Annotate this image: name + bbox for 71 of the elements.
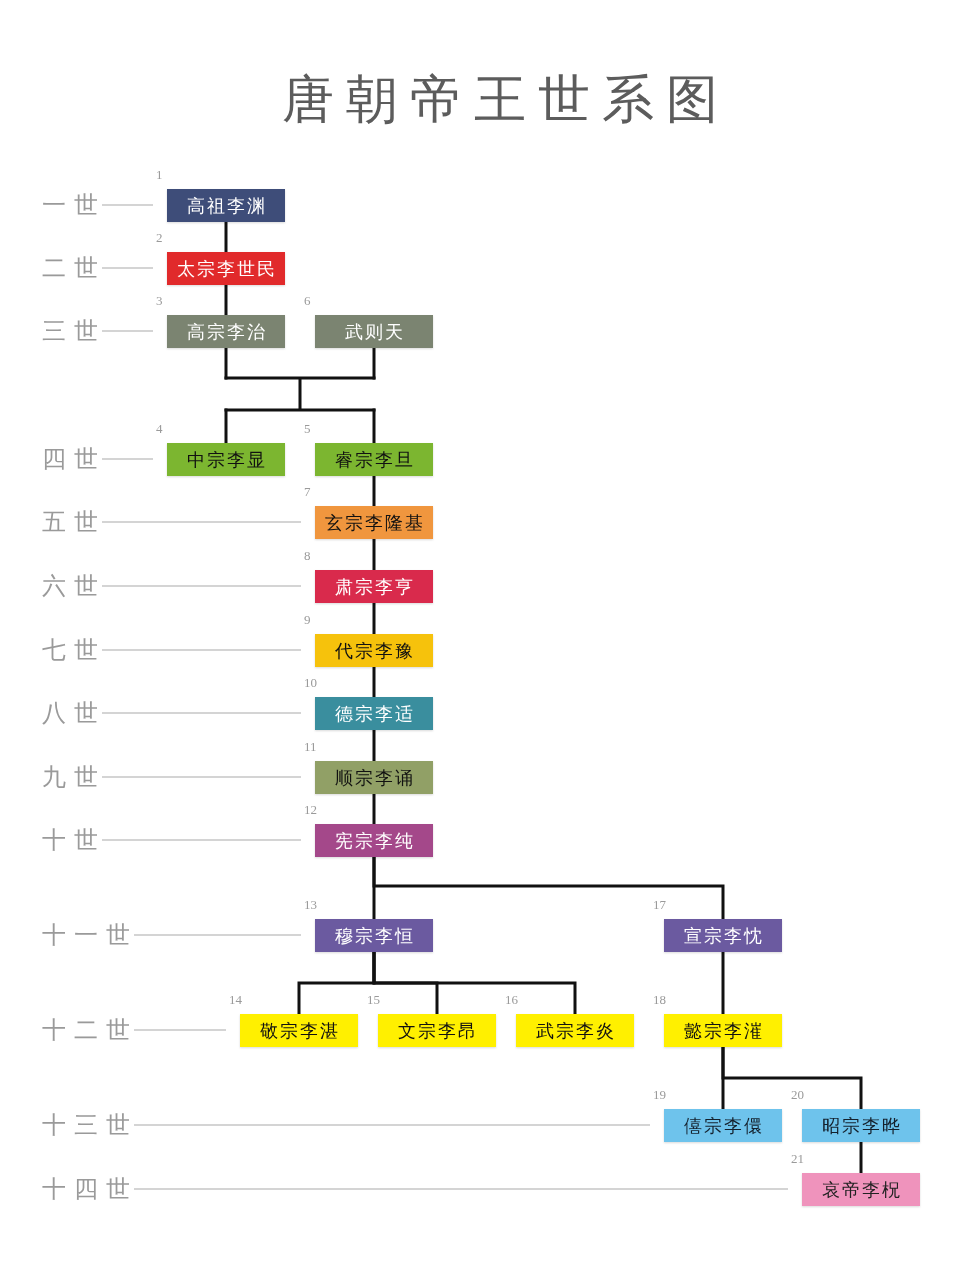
lineage-line xyxy=(372,539,376,570)
sequence-number: 11 xyxy=(304,740,317,754)
lineage-line xyxy=(372,667,376,697)
name-box: 僖宗李儇 xyxy=(664,1109,782,1142)
lineage-line xyxy=(224,222,228,252)
name-box: 昭宗李晔 xyxy=(802,1109,920,1142)
sequence-number: 16 xyxy=(505,993,518,1007)
sequence-number: 8 xyxy=(304,549,311,563)
sequence-number: 20 xyxy=(791,1088,804,1102)
generation-label: 十世 xyxy=(42,825,106,856)
name-box: 哀帝李柷 xyxy=(802,1173,920,1206)
generation-label: 二世 xyxy=(42,253,106,284)
sequence-number: 15 xyxy=(367,993,380,1007)
sequence-number: 3 xyxy=(156,294,163,308)
generation-label: 三世 xyxy=(42,316,106,347)
lineage-line xyxy=(372,476,376,506)
generation-label: 四世 xyxy=(42,444,106,475)
sequence-number: 1 xyxy=(156,168,163,182)
sequence-number: 14 xyxy=(229,993,242,1007)
name-box: 德宗李适 xyxy=(315,697,433,730)
generation-label: 五世 xyxy=(42,507,106,538)
lineage-line xyxy=(372,603,376,634)
name-box: 文宗李昂 xyxy=(378,1014,496,1047)
name-box: 太宗李世民 xyxy=(167,252,285,285)
sequence-number: 19 xyxy=(653,1088,666,1102)
lineage-line xyxy=(372,730,376,761)
name-box: 睿宗李旦 xyxy=(315,443,433,476)
name-box: 高宗李治 xyxy=(167,315,285,348)
name-box: 敬宗李湛 xyxy=(240,1014,358,1047)
name-box: 玄宗李隆基 xyxy=(315,506,433,539)
sequence-number: 13 xyxy=(304,898,317,912)
name-box: 宣宗李忱 xyxy=(664,919,782,952)
name-box: 中宗李显 xyxy=(167,443,285,476)
name-box: 宪宗李纯 xyxy=(315,824,433,857)
lineage-line xyxy=(721,1047,863,1109)
name-box: 顺宗李诵 xyxy=(315,761,433,794)
lineage-line xyxy=(224,346,376,445)
sequence-number: 7 xyxy=(304,485,311,499)
name-box: 懿宗李漼 xyxy=(664,1014,782,1047)
name-box: 武则天 xyxy=(315,315,433,348)
generation-label: 十二世 xyxy=(42,1015,138,1046)
generation-label: 一世 xyxy=(42,190,106,221)
lineage-line xyxy=(372,857,725,919)
sequence-number: 6 xyxy=(304,294,311,308)
generation-label: 七世 xyxy=(42,635,106,666)
name-box: 高祖李渊 xyxy=(167,189,285,222)
sequence-number: 5 xyxy=(304,422,311,436)
lineage-line xyxy=(721,952,725,1014)
sequence-number: 21 xyxy=(791,1152,804,1166)
generation-label: 九世 xyxy=(42,762,106,793)
lineage-line xyxy=(372,952,577,1014)
generation-label: 八世 xyxy=(42,698,106,729)
generation-label: 十一世 xyxy=(42,920,138,951)
sequence-number: 10 xyxy=(304,676,317,690)
sequence-number: 9 xyxy=(304,613,311,627)
sequence-number: 18 xyxy=(653,993,666,1007)
lineage-line xyxy=(859,1142,863,1173)
sequence-number: 12 xyxy=(304,803,317,817)
name-box: 代宗李豫 xyxy=(315,634,433,667)
generation-label: 六世 xyxy=(42,571,106,602)
name-box: 穆宗李恒 xyxy=(315,919,433,952)
sequence-number: 4 xyxy=(156,422,163,436)
chart-title: 唐朝帝王世系图 xyxy=(281,68,730,131)
sequence-number: 17 xyxy=(653,898,666,912)
lineage-line xyxy=(224,285,228,315)
sequence-number: 2 xyxy=(156,231,163,245)
generation-label: 十四世 xyxy=(42,1174,138,1205)
name-box: 武宗李炎 xyxy=(516,1014,634,1047)
name-box: 肃宗李亨 xyxy=(315,570,433,603)
lineage-line xyxy=(372,794,376,824)
generation-label: 十三世 xyxy=(42,1110,138,1141)
